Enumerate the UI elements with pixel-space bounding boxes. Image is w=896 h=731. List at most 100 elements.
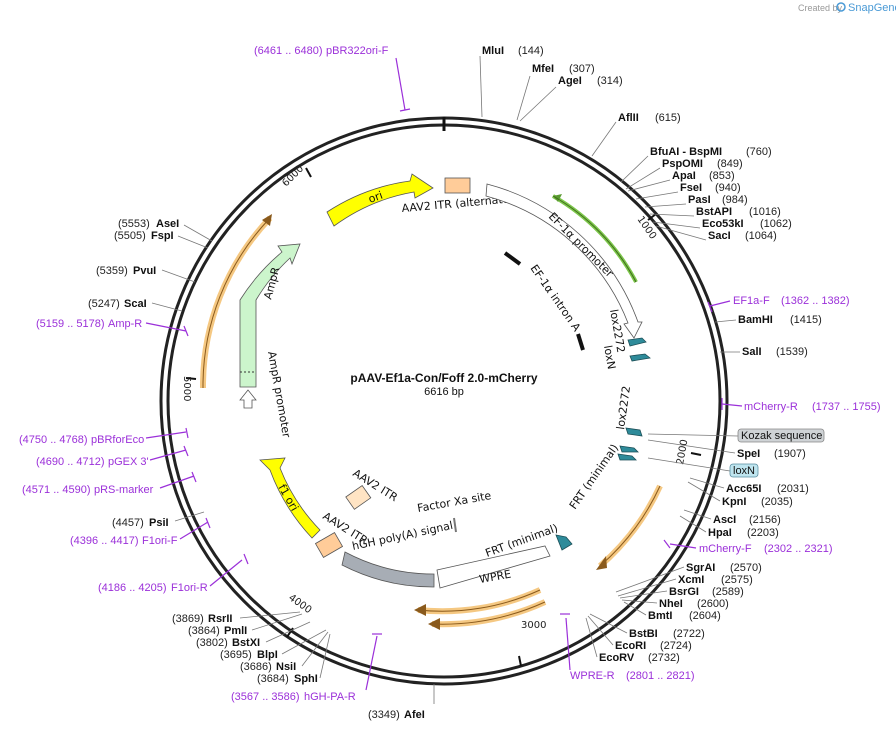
site-bstxi[interactable]: (3802) BstXI (196, 621, 311, 649)
f1-ori-arrow[interactable] (259, 457, 321, 539)
primer-f1ori-f[interactable]: (4396 .. 4417) F1ori-F (70, 517, 211, 547)
left-orange-arrow-head (262, 214, 272, 226)
frt-arrow-1[interactable] (555, 534, 573, 551)
site-kpni[interactable]: KpnI (2035) (687, 481, 793, 508)
site-asei[interactable]: (5553) AseI (118, 218, 213, 242)
left-orange-arrow[interactable] (199, 215, 273, 389)
site-pasi[interactable]: PasI (984) (644, 194, 748, 208)
site-xcmi[interactable]: XcmI (2575) (617, 574, 753, 597)
svg-text:(2575): (2575) (721, 574, 753, 586)
aav2-itr-box-2[interactable] (314, 532, 344, 558)
ampr-promoter-arrow[interactable] (239, 389, 257, 409)
svg-text:(2801 .. 2821): (2801 .. 2821) (626, 670, 695, 682)
site-bmti[interactable]: BmtI (2604) (623, 601, 721, 622)
site-pspomi[interactable]: PspOMI (849) (625, 158, 743, 190)
primer-f1ori-r[interactable]: (4186 .. 4205) F1ori-R (98, 553, 249, 594)
ring-ticks (185, 117, 702, 667)
site-bamhi[interactable]: BamHI (1415) (714, 314, 822, 326)
ampr-arrow[interactable] (239, 243, 301, 388)
svg-text:SalI: SalI (742, 346, 762, 358)
site-sgrai[interactable]: SgrAI (2570) (615, 562, 762, 593)
svg-text:mCherry-R: mCherry-R (744, 401, 798, 413)
site-nsii[interactable]: (3686) NsiI (240, 631, 329, 673)
wpre-box[interactable] (436, 545, 551, 589)
site-psii[interactable]: (4457) PsiI (112, 511, 205, 529)
site-mfei[interactable]: MfeI (307) (516, 63, 595, 121)
site-acc65i[interactable]: Acc65I (2031) (689, 477, 809, 495)
site-blpi[interactable]: (3695) BlpI (220, 629, 327, 661)
primer-mcherry-f[interactable]: mCherry-F (2302 .. 2321) (663, 539, 833, 555)
ef1a-promoter-arrow[interactable] (485, 183, 643, 339)
site-scai[interactable]: (5247) ScaI (88, 298, 183, 312)
loxn-arrow-3[interactable] (617, 453, 637, 461)
site-hpai[interactable]: HpaI (2203) (679, 515, 779, 539)
svg-text:SpeI: SpeI (737, 448, 760, 460)
lox2272-arrow-1[interactable] (627, 337, 647, 347)
svg-text:Acc65I: Acc65I (726, 483, 761, 495)
site-bstbi[interactable]: BstBI (2722) (589, 613, 705, 640)
feature-loxn-box[interactable]: loxN (647, 457, 759, 478)
site-ecorv[interactable]: EcoRV (2732) (585, 617, 680, 664)
ef1a-green-primer-arrow[interactable] (552, 194, 638, 283)
svg-text:NheI: NheI (659, 598, 683, 610)
site-agei[interactable]: AgeI (314) (519, 75, 623, 122)
site-afei[interactable]: (3349) AfeI (368, 684, 435, 721)
site-bfuai-bspmi[interactable]: BfuAI - BspMI (760) (620, 146, 772, 183)
loxn-arrow-2[interactable] (619, 445, 639, 453)
site-asci[interactable]: AscI (2156) (683, 509, 781, 526)
svg-text:(5359): (5359) (96, 265, 128, 277)
primer-wpre-r[interactable]: WPRE-R (2801 .. 2821) (560, 613, 695, 682)
svg-text:(4571 .. 4590): (4571 .. 4590) (22, 484, 91, 496)
site-fsei[interactable]: FseI (940) (635, 182, 741, 200)
aav2-itr-box-1[interactable] (345, 484, 372, 510)
svg-text:AgeI: AgeI (558, 75, 582, 87)
site-aflii[interactable]: AflII (615) (591, 112, 681, 157)
site-nhei[interactable]: NheI (2600) (621, 598, 729, 610)
svg-text:(144): (144) (518, 45, 544, 57)
site-mlui[interactable]: MluI (144) (479, 45, 544, 118)
primer-pbrforeco[interactable]: (4750 .. 4768) pBRforEco (19, 427, 189, 446)
svg-text:(3869): (3869) (172, 613, 204, 625)
tick-1000: 1000 (635, 214, 659, 241)
mcherry-arrow-1[interactable] (598, 484, 663, 569)
site-pmli[interactable]: (3864) PmlI (188, 613, 303, 637)
site-sphi[interactable]: (3684) SphI (257, 633, 331, 685)
svg-text:AseI: AseI (156, 218, 179, 230)
site-pvui[interactable]: (5359) PvuI (96, 265, 196, 283)
primer-pgex-3[interactable]: (4690 .. 4712) pGEX 3' (36, 445, 189, 468)
svg-text:WPRE-R: WPRE-R (570, 670, 615, 682)
site-apai[interactable]: ApaI (853) (627, 170, 735, 192)
site-ecori[interactable]: EcoRI (2724) (587, 615, 692, 652)
ori-feature-arrow[interactable] (326, 173, 434, 227)
ef1a-intron-bar-end (576, 333, 585, 351)
primer-amp-r[interactable]: (5159 .. 5178) Amp-R (36, 318, 189, 337)
site-spei[interactable]: SpeI (1907) (647, 439, 806, 460)
primer-mcherry-r[interactable]: mCherry-R (1737 .. 1755) (721, 398, 881, 413)
svg-text:(1064): (1064) (745, 230, 777, 242)
site-saci[interactable]: SacI (1064) (655, 225, 777, 242)
site-rsrii[interactable]: (3869) RsrII (172, 611, 301, 625)
svg-text:(2570): (2570) (730, 562, 762, 574)
primer-ef1a-f[interactable]: EF1a-F (1362 .. 1382) (707, 295, 850, 313)
primer-hgh-pa-r[interactable]: (3567 .. 3586) hGH-PA-R (231, 633, 382, 703)
svg-text:EcoRI: EcoRI (615, 640, 646, 652)
primer-prs-marker[interactable]: (4571 .. 4590) pRS-marker (22, 471, 197, 496)
hgh-polya-arrow[interactable] (341, 551, 435, 588)
site-bstapi[interactable]: BstAPI (1016) (649, 206, 781, 218)
svg-text:(2302 .. 2321): (2302 .. 2321) (764, 543, 833, 555)
site-sali[interactable]: SalI (1539) (720, 346, 808, 358)
frt-minimal-label-1: FRT (minimal) (567, 442, 621, 512)
lox2272-arrow-2[interactable] (625, 427, 643, 437)
primer-pbr322ori-f[interactable]: (6461 .. 6480) pBR322ori-F (254, 45, 411, 112)
aav2-itr-alt-box[interactable] (444, 177, 471, 194)
svg-text:BstBI: BstBI (629, 628, 658, 640)
feature-kozak-sequence[interactable]: Kozak sequence (647, 428, 825, 443)
site-fspi[interactable]: (5505) FspI (114, 230, 209, 249)
svg-text:PspOMI: PspOMI (662, 158, 703, 170)
svg-text:AscI: AscI (713, 514, 736, 526)
svg-text:(1362 .. 1382): (1362 .. 1382) (781, 295, 850, 307)
site-bsrgi[interactable]: BsrGI (2589) (619, 586, 744, 599)
loxn-arrow-1[interactable] (629, 353, 651, 362)
site-eco53ki[interactable]: Eco53kI (1062) (652, 218, 792, 230)
mcherry-arrow-2-head (414, 604, 426, 616)
